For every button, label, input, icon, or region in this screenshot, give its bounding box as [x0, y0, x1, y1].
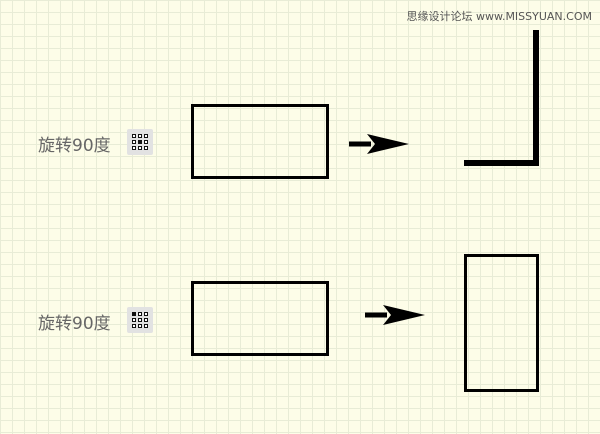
right-arrow-icon [349, 134, 409, 154]
anchor-grid [131, 133, 149, 151]
row1-label: 旋转90度 [38, 136, 111, 156]
anchor-grid-top-left-icon[interactable] [127, 307, 153, 333]
source-rectangle-2 [191, 281, 329, 356]
right-arrow-icon [365, 305, 425, 325]
anchor-grid [131, 311, 149, 329]
watermark-text: 思缘设计论坛 www.MISSYUAN.COM [406, 10, 592, 23]
row2-label: 旋转90度 [38, 314, 111, 334]
rotated-rectangle-2 [464, 254, 539, 392]
rotated-result-1-horizontal-edge [464, 160, 539, 166]
anchor-grid-center-icon[interactable] [127, 129, 153, 155]
source-rectangle-1 [191, 104, 329, 179]
rotated-result-1-vertical-edge [533, 30, 539, 166]
